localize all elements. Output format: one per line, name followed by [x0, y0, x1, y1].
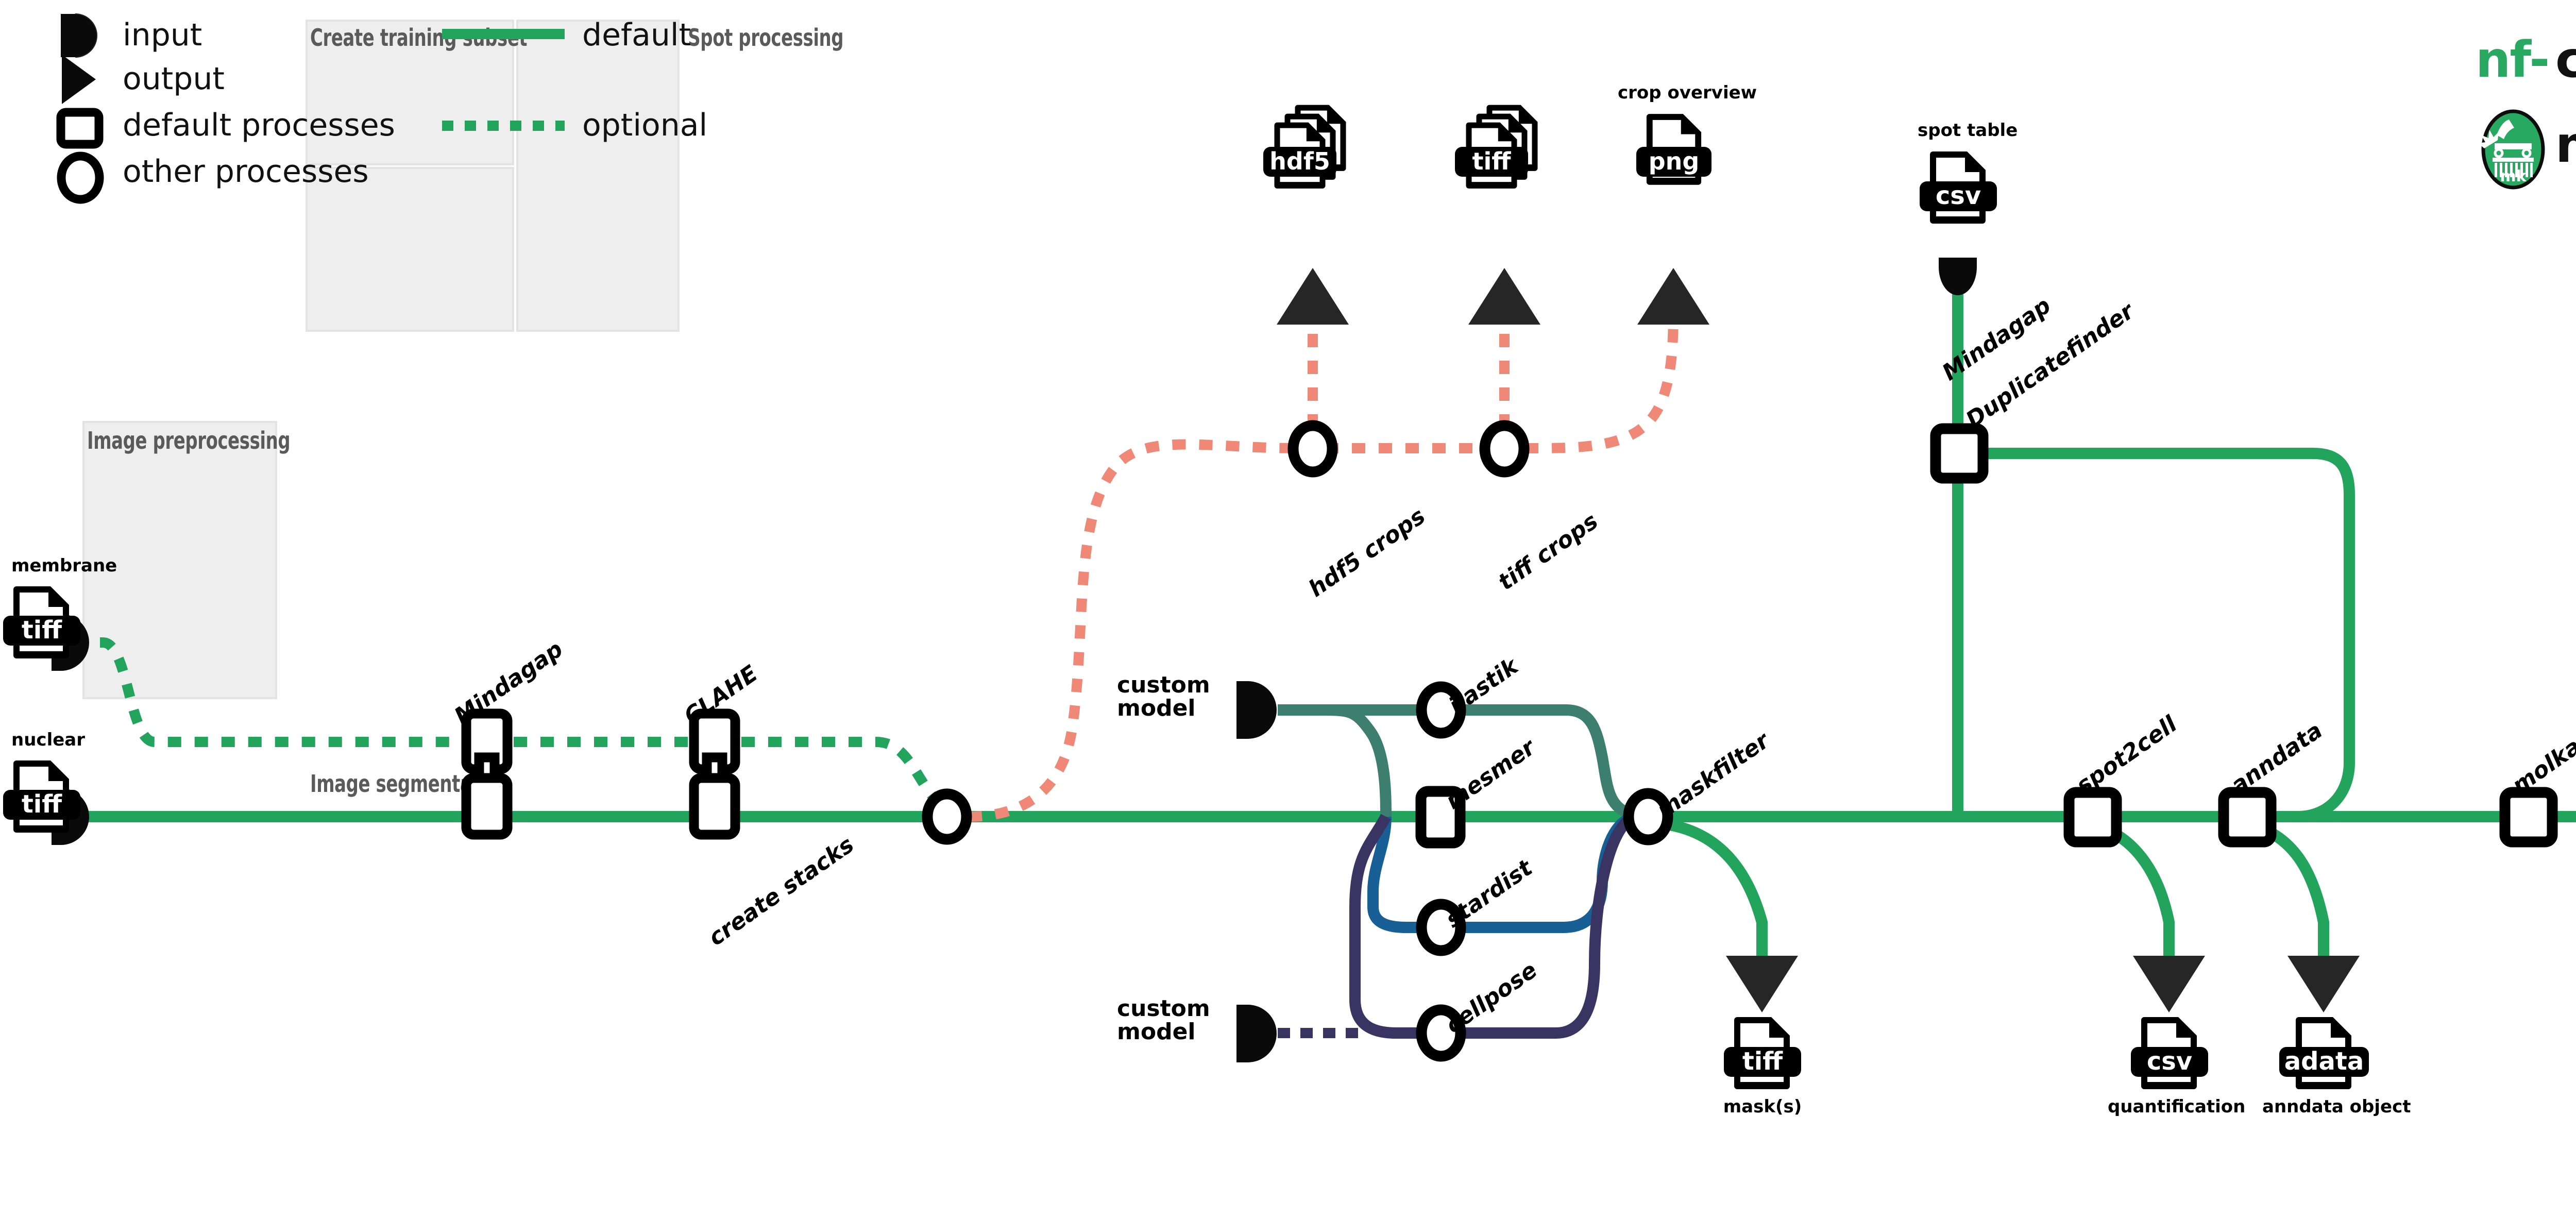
legend-circle-node-icon: [57, 151, 104, 204]
file-icon-png: png: [1636, 114, 1711, 185]
process-node-mindagap-duplicatefinder[interactable]: [1930, 423, 1989, 484]
output-arrow-anndata: [2287, 956, 2360, 1012]
process-node-mesmer[interactable]: [1415, 786, 1466, 849]
logo-nf-text: nf-: [2476, 31, 2550, 89]
file-icon-quantification-csv: csv: [2131, 1017, 2208, 1089]
custom-model-label-ilastik: custom model: [1117, 672, 1210, 721]
svg-text:tiff: tiff: [22, 790, 62, 819]
svg-text:adata: adata: [2284, 1047, 2364, 1076]
file-icon-mask-tiff: tiff: [1724, 1017, 1801, 1089]
file-caption-quantification: quantification: [2108, 1096, 2246, 1117]
legend-label-other-processes: other processes: [123, 154, 369, 190]
output-arrow-quantification: [2133, 956, 2205, 1012]
file-icon-spot-table-csv: csv: [1920, 151, 1997, 224]
svg-text:tiff: tiff: [1742, 1047, 1783, 1076]
legend-label-output: output: [123, 61, 225, 97]
logo-mk-badge-icon: mk: [2478, 109, 2545, 190]
file-icon-nuclear-tiff: tiff: [3, 760, 80, 833]
process-node-hdf5-crops[interactable]: [1287, 420, 1338, 478]
process-node-anndata[interactable]: [2218, 787, 2277, 848]
input-marker-custom-model-cellpose: [1236, 1005, 1277, 1062]
legend-label-default-line: default: [582, 17, 691, 53]
svg-text:hdf5: hdf5: [1269, 147, 1330, 175]
panel-create-training-subset: [306, 20, 514, 165]
logo-molkart-text: molkart: [2555, 116, 2576, 174]
process-node-mindagap[interactable]: [461, 708, 513, 840]
output-arrow-tiff-crops: [1468, 268, 1540, 325]
file-caption-nuclear: nuclear: [11, 730, 85, 750]
process-node-stardist[interactable]: [1416, 899, 1466, 956]
svg-text:tiff: tiff: [1472, 147, 1511, 175]
file-caption-anndata-object: anndata object: [2262, 1096, 2411, 1117]
legend-label-optional-line: optional: [582, 107, 708, 143]
file-caption-crop-overview: crop overview: [1618, 82, 1757, 103]
process-node-spot2cell[interactable]: [2063, 787, 2122, 848]
panel-spot-processing: [516, 20, 680, 332]
panel-image-segmentation: [306, 167, 514, 332]
legend-label-default-processes: default processes: [123, 107, 395, 143]
legend-label-input: input: [123, 17, 202, 53]
custom-model-line1: custom: [1117, 672, 1210, 698]
custom-model-line2: model: [1117, 695, 1196, 721]
legend-square-node-icon: [56, 108, 104, 149]
file-caption-masks: mask(s): [1723, 1096, 1802, 1117]
process-node-clahe[interactable]: [689, 708, 740, 840]
process-node-molkartqc[interactable]: [2499, 787, 2558, 848]
process-node-tiff-crops[interactable]: [1479, 420, 1530, 478]
file-icon-hdf5-stack: hdf5: [1263, 105, 1346, 189]
panel-image-preprocessing: [82, 421, 277, 699]
process-node-ilastik[interactable]: [1416, 681, 1466, 739]
legend-input-marker-icon: [61, 13, 97, 58]
svg-text:tiff: tiff: [22, 616, 62, 645]
output-arrow-png: [1637, 268, 1709, 325]
file-icon-anndata-adata: adata: [2279, 1017, 2369, 1089]
process-node-cellpose[interactable]: [1416, 1004, 1466, 1062]
edge-ilastik-branch: [1278, 704, 1392, 817]
panel-title-spot-processing: Spot processing: [688, 24, 843, 52]
edge-maskfilter-to-mask: [1666, 819, 1768, 963]
edge-clahe-to-create-stacks-optional: [715, 737, 949, 814]
logo-core-text: core/: [2555, 31, 2576, 89]
file-caption-spot-table: spot table: [1918, 120, 2018, 141]
custom-model-line1-b: custom: [1117, 995, 1210, 1022]
edge-dupfinder-to-spot2cell: [1973, 448, 2355, 822]
edge-create-stacks-to-crops: [968, 439, 1299, 822]
edge-tiffcrops-to-png: [1524, 293, 1679, 453]
edge-ilastik-top: [1319, 704, 1633, 820]
edge-membrane-optional: [73, 637, 487, 747]
legend-output-arrow-icon: [62, 55, 96, 104]
svg-text:csv: csv: [2147, 1047, 2192, 1076]
svg-text:mk: mk: [2500, 167, 2527, 185]
input-marker-spot-table: [1939, 258, 1977, 295]
input-marker-custom-model-ilastik: [1236, 681, 1277, 739]
file-icon-membrane-tiff: tiff: [3, 586, 80, 658]
svg-text:csv: csv: [1936, 181, 1981, 210]
custom-model-line2-b: model: [1117, 1018, 1196, 1045]
file-caption-membrane: membrane: [11, 555, 117, 576]
process-node-maskfilter[interactable]: [1623, 788, 1673, 845]
edge-cellpose-branch: [1349, 814, 1634, 1039]
svg-text:png: png: [1649, 147, 1700, 175]
custom-model-label-cellpose: custom model: [1117, 997, 1210, 1044]
output-arrow-hdf5: [1277, 268, 1349, 325]
process-node-create-stacks[interactable]: [922, 788, 972, 845]
panel-title-image-preprocessing: Image preprocessing: [87, 427, 291, 454]
file-icon-tiff-stack: tiff: [1455, 105, 1538, 189]
output-arrow-mask: [1726, 956, 1798, 1012]
